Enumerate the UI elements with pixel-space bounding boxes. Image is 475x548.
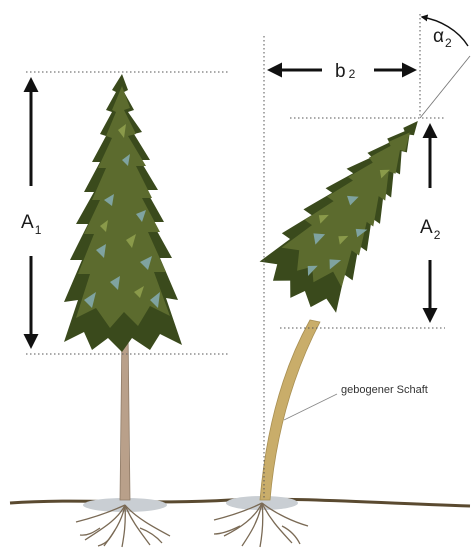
straight-tree [64,74,182,547]
roots-right [214,503,308,547]
label-bent-stem: gebogener Schaft [341,384,428,396]
roots-left [76,505,170,547]
bent-foliage-mid [276,110,437,297]
stem-label-pointer [284,394,337,420]
bent-tree [214,93,453,547]
label-alpha2: α2 [433,26,452,50]
label-b2: b2 [335,61,356,82]
label-a1: A1 [21,212,42,237]
straight-trunk [120,330,130,500]
lean-angle-line [420,56,470,118]
bent-trunk [260,320,320,500]
label-a2: A2 [420,217,441,242]
